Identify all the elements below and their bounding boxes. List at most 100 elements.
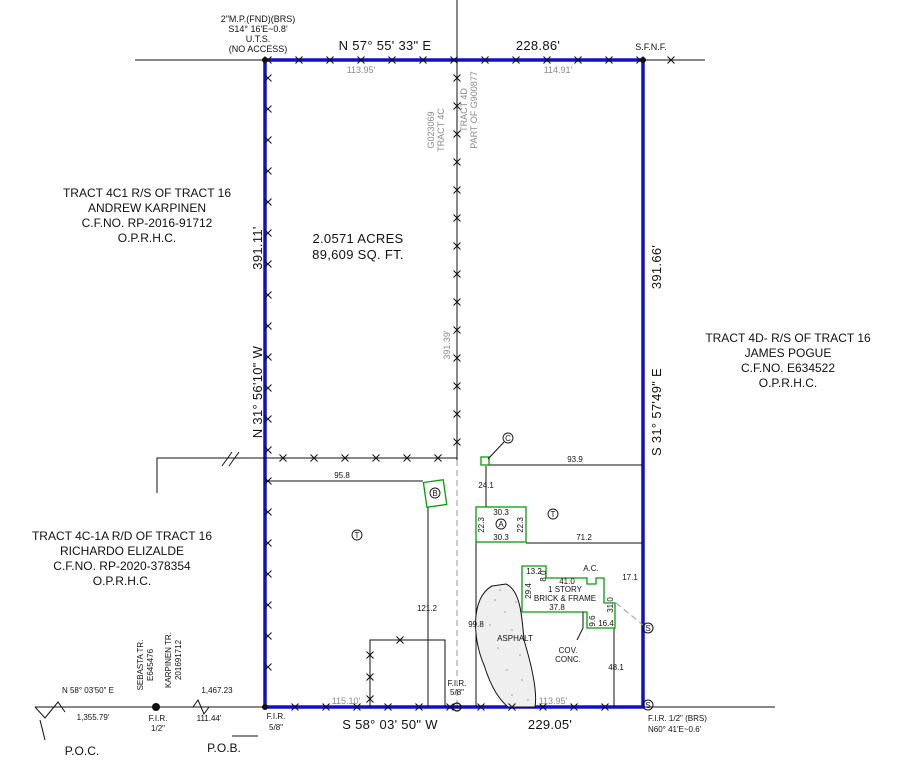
fence-x-mark	[396, 636, 404, 644]
svg-text:TRACT 4C-1A R/D OF TRACT 16: TRACT 4C-1A R/D OF TRACT 16	[32, 529, 212, 543]
fence-x-mark	[388, 56, 396, 64]
south-right-segment: 113.95'	[539, 696, 568, 706]
symbol-b-circle	[429, 487, 441, 499]
svg-text:O.P.R.H.C.: O.P.R.H.C.	[118, 231, 176, 245]
house-dim-13-2: 13.2	[526, 567, 542, 576]
pob-label: P.O.B.	[207, 741, 241, 755]
svg-text:TRACT 4D- R/S OF TRACT 16: TRACT 4D- R/S OF TRACT 16	[705, 331, 871, 345]
nw-note-2: S14° 16'E~0.8'	[228, 24, 288, 34]
fence-x-mark	[264, 384, 272, 392]
fence-x-mark	[279, 454, 287, 462]
pob-fir-size: 1/2"	[151, 724, 165, 733]
area-sqft: 89,609 SQ. FT.	[312, 247, 404, 262]
svg-text:O.P.R.H.C.: O.P.R.H.C.	[93, 574, 151, 588]
mid-vertical-distance: 391.39'	[442, 330, 452, 360]
south-distance: 229.05'	[528, 717, 572, 732]
east-distance: 391.66'	[649, 245, 664, 289]
svg-text:PART OF G900877: PART OF G900877	[469, 71, 479, 149]
asphalt-driveway	[475, 583, 537, 708]
fence-x-mark	[295, 56, 303, 64]
fence-x-mark	[543, 56, 551, 64]
fence-x-mark	[372, 454, 380, 462]
dim-71-2: 71.2	[576, 533, 592, 542]
house-cov-1: COV.	[559, 646, 578, 655]
house-dim-9-6: 9.6	[588, 615, 597, 627]
karpinen-tract-label: KARPINEN TR. 201691712	[164, 632, 183, 688]
north-distance: 228.86'	[516, 38, 560, 53]
sw-fir-label: F.I.R.	[267, 712, 286, 721]
fence-x-mark	[264, 353, 272, 361]
mid-fir-size: 5/8"	[450, 688, 464, 697]
fence-x-mark	[453, 130, 461, 138]
house-dim-41-0: 41.0	[559, 577, 575, 586]
symbol-c: C	[505, 434, 511, 443]
fence-x-mark	[366, 651, 374, 659]
fence-x-mark	[264, 508, 272, 516]
fence-x-mark	[415, 703, 423, 711]
fence-x-mark	[264, 601, 272, 609]
asphalt-label: ASPHALT	[497, 634, 533, 643]
fence-x-mark	[508, 703, 516, 711]
bldg-a-right: 22.3	[516, 517, 525, 533]
fence-x-mark	[264, 167, 272, 175]
fence-x-mark	[453, 270, 461, 278]
tract-4c-label: G023069 TRACT 4C	[426, 108, 446, 152]
adjoiner-west-lower: TRACT 4C-1A R/D OF TRACT 16 RICHARDO ELI…	[32, 529, 212, 588]
sw-fir-size: 5/8"	[269, 723, 283, 732]
svg-text:TRACT 4C: TRACT 4C	[436, 108, 446, 152]
house-footprint	[521, 565, 616, 629]
south-left-segment: 115.10'	[332, 696, 361, 706]
north-left-segment: 113.95'	[347, 65, 376, 75]
house-label-2: BRICK & FRAME	[534, 594, 596, 603]
fence-x-mark	[570, 703, 578, 711]
fence-break-2	[228, 451, 240, 467]
dim-93-9: 93.9	[567, 455, 583, 464]
fence-x-mark	[357, 56, 365, 64]
se-monument	[642, 699, 654, 711]
fence-x-marks	[264, 56, 675, 711]
sw-monument	[262, 704, 268, 710]
asphalt-stipple	[489, 589, 529, 701]
house-dim-8-0: 8.0	[539, 570, 548, 582]
pob-tie-left	[39, 719, 46, 741]
north-right-segment: 114.91'	[544, 65, 573, 75]
fence-x-mark	[322, 703, 330, 711]
svg-text:SEBASTA TR.: SEBASTA TR.	[136, 640, 145, 691]
symbol-t2-circle	[547, 508, 559, 520]
symbol-t2: T	[551, 510, 556, 519]
house-ac: A.C.	[583, 564, 599, 573]
fence-x-mark	[419, 56, 427, 64]
fence-x-mark	[477, 703, 485, 711]
fence-x-mark	[264, 570, 272, 578]
svg-text:G023069: G023069	[426, 111, 436, 148]
utility-symbol-s	[642, 622, 654, 634]
fence-x-mark	[453, 410, 461, 418]
mid-fir-monument	[452, 702, 462, 712]
fence-x-mark	[574, 56, 582, 64]
dim-99-8: 99.8	[468, 620, 484, 629]
fence-x-mark	[384, 703, 392, 711]
fence-x-mark	[453, 158, 461, 166]
road-dist-1: 1,355.79'	[77, 713, 110, 722]
se-note-1: F.I.R. 1/2" (BRS)	[648, 714, 707, 723]
fence-x-mark	[512, 56, 520, 64]
svg-text:KARPINEN TR.: KARPINEN TR.	[164, 632, 173, 688]
fence-break-1	[221, 451, 233, 467]
fence-x-mark	[264, 229, 272, 237]
fence-x-mark	[264, 260, 272, 268]
svg-text:TRACT 4C1 R/S OF TRACT 16: TRACT 4C1 R/S OF TRACT 16	[63, 186, 231, 200]
pob-fir-monument	[152, 703, 160, 711]
tract-4d-label: TRACT 4D PART OF G900877	[459, 71, 479, 149]
fence-x-mark	[605, 56, 613, 64]
fence-x-mark	[453, 102, 461, 110]
symbol-b: B	[432, 489, 437, 498]
east-bearing: S 31° 57'49" E	[649, 368, 664, 456]
house-label-1: 1 STORY	[548, 585, 583, 594]
building-a	[475, 506, 527, 543]
fence-x-mark	[264, 446, 272, 454]
nw-note-3: U.T.S.	[246, 34, 271, 44]
fence-x-mark	[341, 454, 349, 462]
fence-x-mark	[601, 703, 609, 711]
dim-95-8: 95.8	[334, 471, 350, 480]
